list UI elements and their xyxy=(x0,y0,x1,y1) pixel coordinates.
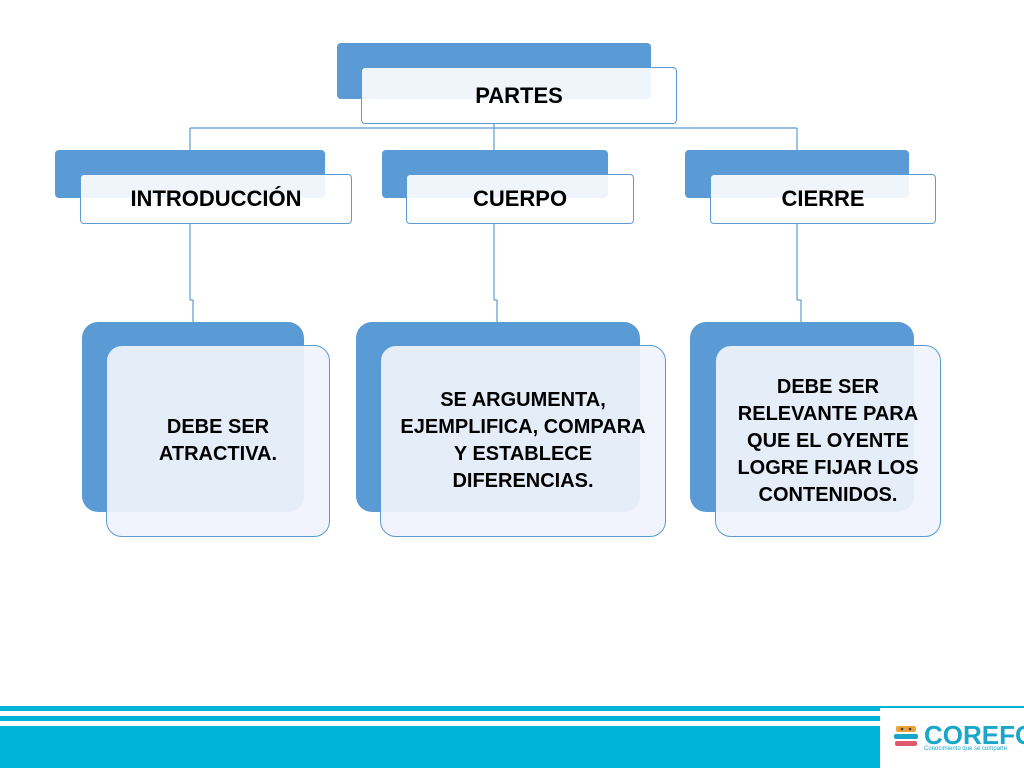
section-header-introduccion: INTRODUCCIÓN xyxy=(80,174,352,224)
section-title: CIERRE xyxy=(781,186,865,211)
section-header-cuerpo: CUERPO xyxy=(406,174,634,224)
footer-stripe xyxy=(0,706,1024,711)
section-title: INTRODUCCIÓN xyxy=(130,186,302,211)
brand-tagline: Conocimiento que se comparte xyxy=(924,746,1008,752)
card-text: SE ARGUMENTA, EJEMPLIFICA, COMPARA Y EST… xyxy=(400,389,646,492)
stacked-books-icon xyxy=(894,726,918,746)
footer-stripe xyxy=(0,716,1024,721)
card-cuerpo: SE ARGUMENTA, EJEMPLIFICA, COMPARA Y EST… xyxy=(380,345,666,537)
section-header-cierre: CIERRE xyxy=(710,174,936,224)
footer-band xyxy=(0,726,1024,768)
section-title: CUERPO xyxy=(472,186,568,211)
card-text: DEBE SER ATRACTIVA. xyxy=(158,416,278,465)
root-node-label: PARTES xyxy=(475,82,563,108)
root-node: PARTES xyxy=(361,67,677,124)
card-cierre: DEBE SER RELEVANTE PARA QUE EL OYENTE LO… xyxy=(715,345,941,537)
brand-name: COREFO xyxy=(924,720,1024,750)
card-introduccion: DEBE SER ATRACTIVA. xyxy=(106,345,330,537)
card-text: DEBE SER RELEVANTE PARA QUE EL OYENTE LO… xyxy=(737,375,919,506)
